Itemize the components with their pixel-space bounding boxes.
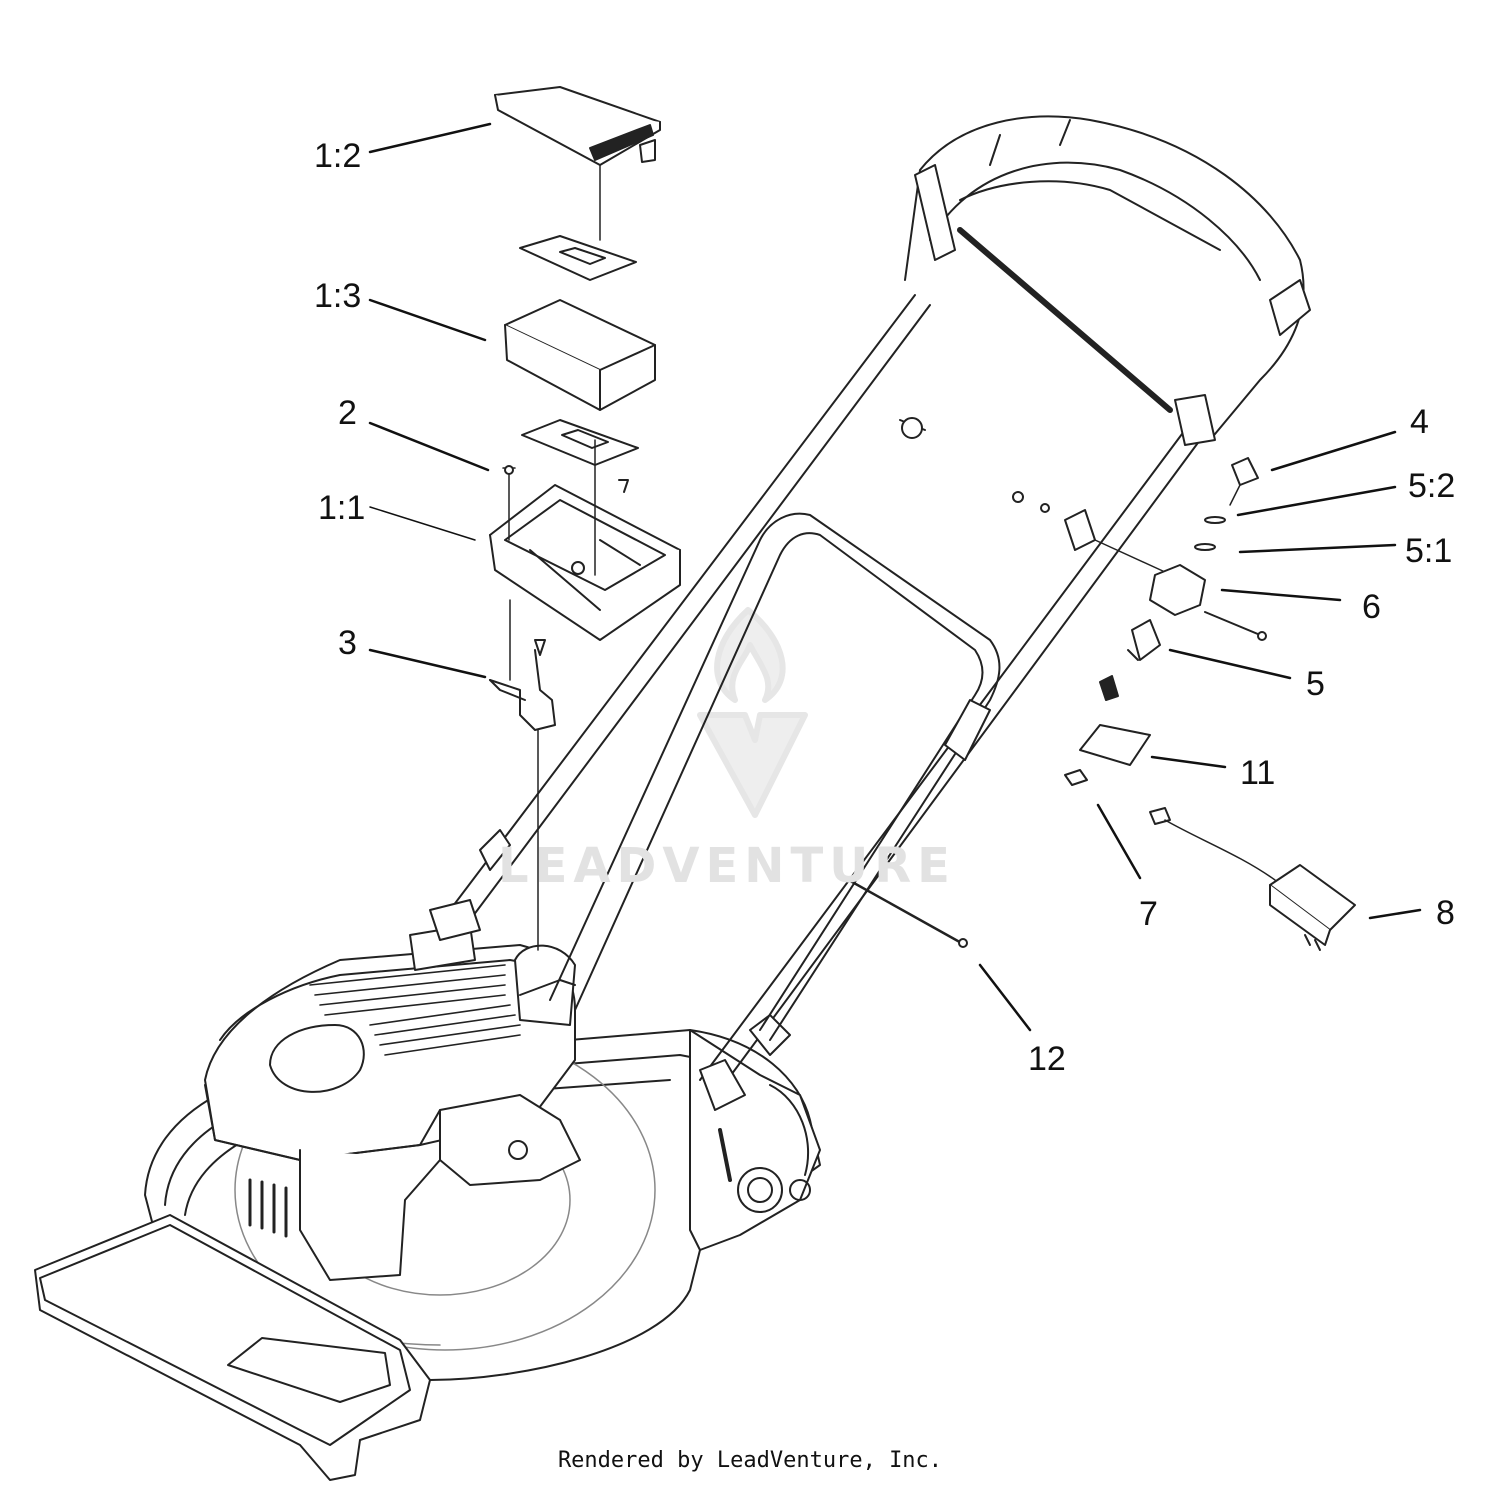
watermark-text: LEADVENTURE xyxy=(498,838,956,894)
callout-7: 7 xyxy=(1139,895,1158,933)
engine xyxy=(204,924,581,1281)
callout-3: 3 xyxy=(338,624,357,662)
callout-11: 11 xyxy=(1240,754,1276,792)
callout-1-1: 1:1 xyxy=(318,489,366,527)
render-credit: Rendered by LeadVenture, Inc. xyxy=(557,1448,943,1473)
electrical-parts xyxy=(1012,457,1356,951)
callout-12: 12 xyxy=(1028,1040,1066,1078)
callout-1-3: 1:3 xyxy=(314,277,362,315)
callout-2: 2 xyxy=(338,394,357,432)
callout-8: 8 xyxy=(1436,894,1455,932)
leader-lines xyxy=(368,122,1422,1032)
callout-6: 6 xyxy=(1362,588,1381,626)
callout-5-2: 5:2 xyxy=(1408,467,1456,505)
callout-5: 5 xyxy=(1306,665,1325,703)
callout-4: 4 xyxy=(1410,403,1429,441)
watermark-logo xyxy=(697,607,808,818)
handle-frame xyxy=(429,115,1311,1111)
battery-assembly xyxy=(489,86,681,951)
callout-5-1: 5:1 xyxy=(1405,532,1453,570)
callout-1-2: 1:2 xyxy=(314,137,362,175)
